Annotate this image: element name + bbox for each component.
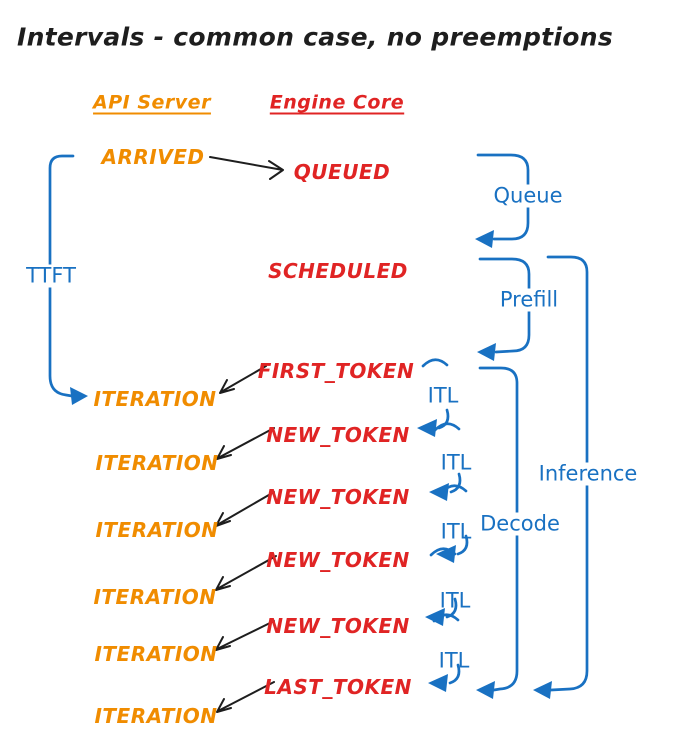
- event-queued: QUEUED: [293, 160, 391, 184]
- interval-label-prefill: Prefill: [496, 288, 562, 312]
- arrow-new-token2-to-iteration: [215, 491, 275, 527]
- arrow-last-token-to-iteration: [216, 681, 275, 713]
- event-iteration-2: ITERATION: [95, 451, 219, 475]
- interval-label-itl-5: ITL: [438, 648, 470, 673]
- event-iteration-3: ITERATION: [95, 518, 219, 542]
- interval-label-itl-3: ITL: [440, 519, 472, 544]
- interval-label-itl-2: ITL: [440, 450, 472, 475]
- arrow-arrived-to-queued: [209, 156, 284, 180]
- column-header-api-server: API Server: [93, 91, 211, 114]
- arrow-first-token-to-iteration: [219, 365, 267, 394]
- arrow-new-token3-to-iteration: [215, 555, 277, 591]
- event-new-token-3: NEW_TOKEN: [266, 548, 410, 572]
- interval-label-itl-1: ITL: [427, 383, 459, 408]
- event-scheduled: SCHEDULED: [268, 259, 408, 283]
- interval-label-decode: Decode: [477, 512, 563, 536]
- arrow-new-token4-to-iteration: [215, 620, 275, 651]
- event-last-token: LAST_TOKEN: [264, 675, 412, 699]
- arrow-new-token1-to-iteration: [216, 427, 275, 460]
- interval-label-ttft: TTFT: [23, 264, 79, 288]
- event-new-token-1: NEW_TOKEN: [266, 423, 410, 447]
- event-iteration-5: ITERATION: [94, 642, 218, 666]
- interval-label-itl-4: ITL: [439, 588, 471, 613]
- event-iteration-6: ITERATION: [94, 704, 218, 728]
- event-iteration-1: ITERATION: [93, 387, 217, 411]
- event-new-token-2: NEW_TOKEN: [266, 485, 410, 509]
- event-first-token: FIRST_TOKEN: [257, 359, 415, 383]
- event-iteration-4: ITERATION: [93, 585, 217, 609]
- interval-label-inference: Inference: [535, 462, 641, 486]
- interval-label-queue: Queue: [490, 184, 566, 208]
- event-new-token-4: NEW_TOKEN: [266, 614, 410, 638]
- diagram-title: Intervals - common case, no preemptions: [16, 22, 614, 52]
- event-arrived: ARRIVED: [101, 145, 205, 169]
- column-header-engine-core: Engine Core: [269, 91, 405, 114]
